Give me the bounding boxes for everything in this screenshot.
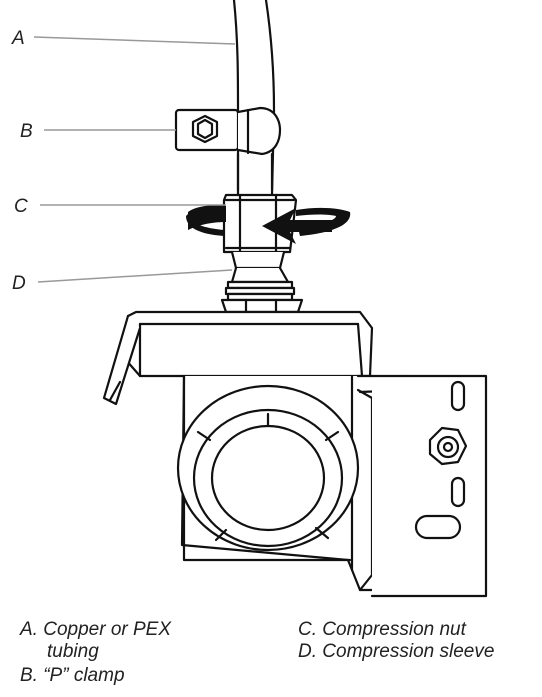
valve-inlet-ring <box>176 384 360 552</box>
callout-letter-c: C <box>14 196 28 217</box>
water-valve-connection-diagram: A B C D <box>11 0 488 598</box>
leader-line-d <box>37 269 233 283</box>
callout-letter-d: D <box>12 273 26 294</box>
rotation-arrow <box>186 205 351 244</box>
threaded-fitting <box>220 280 304 314</box>
legend-item-b: B. “P” clamp <box>20 665 125 686</box>
mounting-plate-slots <box>414 380 466 540</box>
hex-bolt <box>428 426 468 466</box>
legend-item-c: C. Compression nut <box>298 619 466 640</box>
compression-nut <box>222 193 298 254</box>
legend-item-a-continued: tubing <box>47 641 99 662</box>
callout-letter-a: A <box>11 28 25 49</box>
legend-item-d: D. Compression sleeve <box>298 641 495 662</box>
compression-sleeve <box>230 250 290 284</box>
legend-item-a: A. Copper or PEX <box>20 619 172 640</box>
p-clamp <box>174 106 282 156</box>
copper-pex-tubing <box>232 0 276 197</box>
leader-line-a <box>33 36 236 45</box>
callout-letter-b: B <box>20 121 33 142</box>
